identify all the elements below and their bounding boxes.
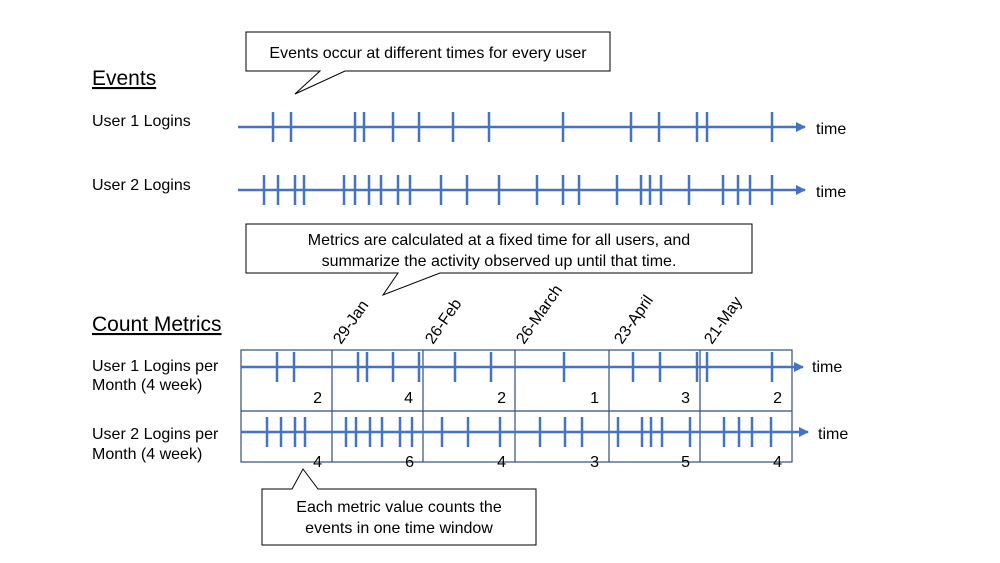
window-callout: Each metric value counts the events in o… — [261, 468, 537, 546]
metrics-callout-line-2: summarize the activity observed up until… — [322, 253, 677, 270]
window-callout-line-1: Each metric value counts the — [296, 499, 502, 516]
user1-count-window-5: 3 — [681, 390, 690, 407]
user2-count-window-3: 4 — [497, 454, 506, 471]
user1-time-label: time — [816, 121, 846, 138]
metrics-callout-line-1: Metrics are calculated at a fixed time f… — [308, 232, 690, 249]
user2-time-label: time — [816, 184, 846, 201]
user1-count-window-3: 2 — [497, 390, 506, 407]
events-callout: Events occur at different times for ever… — [245, 31, 611, 95]
events-callout-text: Events occur at different times for ever… — [269, 45, 587, 62]
user1-count-window-4: 1 — [590, 390, 599, 407]
count-metrics-heading: Count Metrics — [92, 313, 222, 336]
user1-logins-label: User 1 Logins — [92, 113, 191, 130]
metrics-callout: Metrics are calculated at a fixed time f… — [245, 223, 753, 297]
user1-count-window-1: 2 — [313, 390, 322, 407]
user2-count-time-label: time — [818, 426, 848, 443]
date-label-21-may: 21-May — [701, 294, 746, 347]
events-heading: Events — [92, 67, 156, 90]
user1-count-window-6: 2 — [773, 390, 782, 407]
date-label-23-april: 23-April — [611, 292, 657, 347]
user2-count-window-2: 6 — [405, 454, 414, 471]
user2-count-window-4: 3 — [590, 454, 599, 471]
user2-count-window-5: 5 — [681, 454, 690, 471]
date-label-26-feb: 26-Feb — [422, 296, 465, 347]
user2-count-label-line-2: Month (4 week) — [92, 446, 202, 463]
window-callout-line-2: events in one time window — [305, 520, 493, 537]
user2-count-label-line-1: User 2 Logins per — [92, 426, 219, 443]
user2-count-window-1: 4 — [313, 454, 322, 471]
window-grid-border — [240, 349, 793, 463]
user2-logins-label: User 2 Logins — [92, 177, 191, 194]
user1-count-time-label: time — [812, 359, 842, 376]
user1-count-label-line-1: User 1 Logins per — [92, 358, 219, 375]
user2-event-timeline — [238, 175, 806, 205]
user2-count-window-6: 4 — [773, 454, 782, 471]
user1-count-label-line-2: Month (4 week) — [92, 377, 202, 394]
user1-count-window-2: 4 — [404, 390, 413, 407]
window-grid — [240, 349, 793, 463]
date-label-29-jan: 29-Jan — [330, 297, 372, 347]
date-label-26-march: 26-March — [513, 282, 566, 347]
user1-event-timeline — [238, 112, 806, 142]
user2-count-timeline — [241, 417, 809, 447]
user1-count-timeline — [241, 352, 804, 382]
